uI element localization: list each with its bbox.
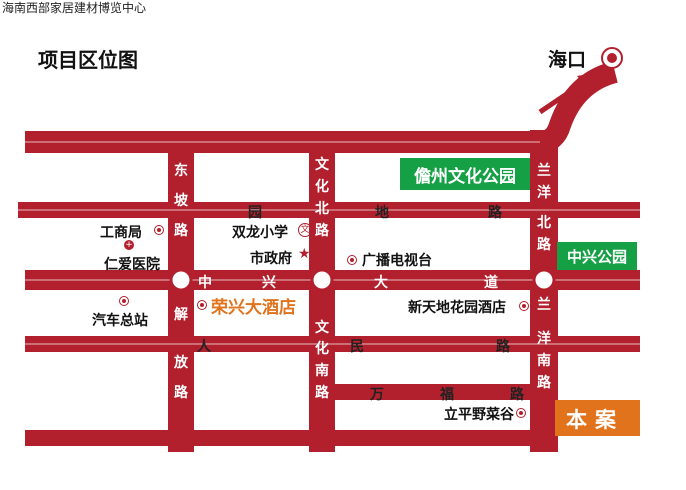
- road-char: 坡: [174, 193, 188, 209]
- road-char: 路: [537, 237, 551, 253]
- road-label-yuandi-2: 地: [375, 205, 389, 221]
- project-label: 本案: [566, 408, 624, 432]
- poi-gongshang-label: 工商局: [100, 225, 142, 241]
- park-danzhou: 儋州文化公园: [400, 158, 530, 190]
- road-char: 路: [315, 385, 329, 401]
- road-char: 北: [537, 215, 551, 231]
- poi-renai-label: 仁爱医院: [104, 257, 160, 273]
- road-wanfu: [322, 384, 550, 400]
- road-char: 文: [315, 157, 329, 173]
- government-star-icon: ★: [298, 246, 311, 262]
- poi-qiche-label: 汽车总站: [92, 313, 148, 329]
- poi-xintiandi-label: 新天地花园酒店: [408, 300, 506, 316]
- location-dot-icon: [347, 255, 357, 265]
- poi-shuanglong-label: 双龙小学: [232, 225, 288, 241]
- school-icon: 文: [298, 223, 312, 237]
- poi-guangbo-label: 广播电视台: [362, 253, 432, 269]
- poi-rongxing-label: 荣兴大酒店: [211, 298, 296, 318]
- road-char: 化: [315, 341, 329, 357]
- road-label-renmin-1: 人: [197, 339, 211, 355]
- location-dot-icon: [197, 300, 207, 310]
- poi-shizhengfu-label: 市政府: [250, 251, 292, 267]
- location-dot-icon: [119, 296, 129, 306]
- road-char: 路: [537, 375, 551, 391]
- haikou-marker-icon: [601, 47, 623, 69]
- road-label-wenhua-north: 文 化 北 路: [309, 154, 335, 242]
- road-label-jiefang: 解 放 路: [168, 300, 194, 408]
- road-char: 北: [315, 201, 329, 217]
- road-label-lanyang-south: 兰 洋 南 路: [531, 294, 557, 394]
- road-char: 兰: [537, 297, 551, 313]
- road-char: 洋: [537, 331, 551, 347]
- haikou-arrow: [538, 72, 600, 115]
- road-label-wanfu-3: 路: [510, 387, 524, 403]
- road-label-renmin-2: 民: [350, 339, 364, 355]
- road-char: 路: [174, 385, 188, 401]
- road-char: 化: [315, 179, 329, 195]
- road-label-renmin-3: 路: [496, 339, 510, 355]
- road-char: 东: [174, 163, 188, 179]
- road-bottom: [25, 430, 545, 446]
- road-char: 路: [174, 223, 188, 239]
- map-title: 项目区位图: [38, 48, 138, 72]
- road-char: 南: [537, 353, 551, 369]
- road-label-wenhua-south: 文 化 南 路: [309, 318, 335, 404]
- park-zhongxing: 中兴公园: [557, 242, 637, 270]
- road-label-wanfu-1: 万: [370, 387, 384, 403]
- road-label-yuandi-3: 路: [488, 205, 502, 221]
- page-caption: 海南西部家居建材博览中心: [2, 1, 147, 15]
- road-char: 文: [315, 320, 329, 336]
- road-label-yuandi-1: 园: [248, 205, 262, 221]
- project-block: [555, 400, 640, 436]
- hospital-cross-icon: +: [124, 240, 134, 250]
- road-dongpo-jiefang: [168, 142, 194, 452]
- road-char: 洋: [537, 185, 551, 201]
- location-dot-icon: [519, 301, 529, 311]
- road-label-zhongxing-4: 道: [484, 275, 498, 291]
- road-char: 南: [315, 363, 329, 379]
- road-char: 解: [174, 307, 188, 323]
- road-char: 路: [315, 223, 329, 239]
- junction-markers: [169, 268, 556, 292]
- road-label-lanyang-north: 兰 洋 北 路: [531, 160, 557, 256]
- road-wenhua: [309, 142, 335, 452]
- location-dot-icon: [516, 408, 526, 418]
- road-top-horizontal: [25, 61, 619, 153]
- road-label-dongpo: 东 坡 路: [168, 156, 194, 246]
- road-label-zhongxing-3: 大: [374, 275, 388, 291]
- road-label-zhongxing-2: 兴: [262, 275, 276, 291]
- location-dot-icon: [154, 225, 164, 235]
- poi-liping-label: 立平野菜谷: [444, 407, 514, 423]
- road-char: 放: [174, 355, 188, 371]
- road-label-zhongxing-1: 中: [198, 275, 212, 291]
- road-label-wanfu-2: 福: [440, 387, 454, 403]
- road-char: 兰: [537, 163, 551, 179]
- haikou-label: 海口: [548, 49, 587, 71]
